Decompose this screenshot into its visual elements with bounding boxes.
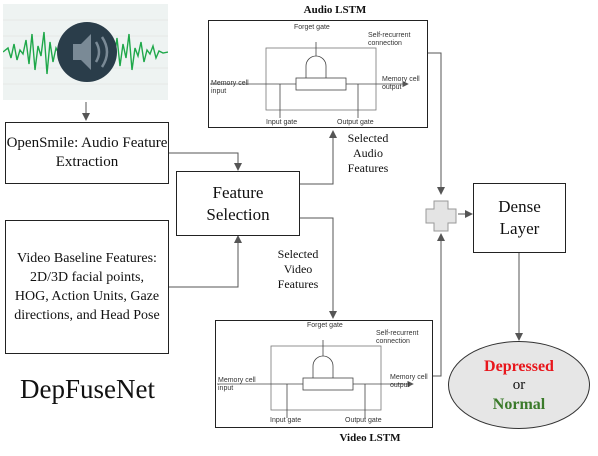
opensmile-label: OpenSmile: Audio Feature Extraction — [6, 135, 168, 170]
edge-audio-lstm-to-plus — [427, 52, 445, 195]
video-self-recurrent-label: Self-recurrent connection — [376, 330, 419, 345]
video-memory-input-label: Memory cell input — [218, 377, 256, 392]
video-input-gate-label: Input gate — [270, 417, 302, 424]
video-features-label: Video Baseline Features: 2D/3D facial po… — [14, 251, 160, 323]
selected-audio-label: Selected Audio Features — [347, 131, 389, 175]
opensmile-node: OpenSmile: Audio Feature Extraction — [5, 122, 169, 184]
feature-selection-node: Feature Selection — [176, 171, 300, 236]
audio-lstm-title: Audio LSTM — [303, 4, 367, 16]
dense-layer-label: Dense Layer — [498, 197, 541, 238]
edge-selection-to-video-lstm — [300, 217, 337, 319]
audio-output-gate-label: Output gate — [337, 119, 374, 126]
audio-self-recurrent-label: Self-recurrent connection — [368, 32, 411, 47]
audio-waveform-speaker-icon — [3, 4, 168, 100]
output-depressed: Depressed — [484, 357, 554, 375]
video-lstm-title: Video LSTM — [339, 432, 401, 444]
edge-video-lstm-to-plus — [432, 233, 445, 377]
output-normal: Normal — [492, 395, 546, 413]
selected-video-label: Selected Video Features — [277, 247, 319, 291]
video-output-gate-label: Output gate — [345, 417, 382, 424]
audio-memory-input-label: Memory cell input — [211, 80, 249, 95]
edge-video-to-selection — [168, 235, 242, 288]
plus-combine-icon — [425, 200, 457, 232]
output-node: Depressed or Normal — [448, 341, 590, 429]
diagram-title: DepFuseNet — [20, 374, 155, 404]
audio-forget-gate-label: Forget gate — [294, 24, 330, 31]
video-forget-gate-label: Forget gate — [307, 322, 343, 329]
video-memory-output-label: Memory cell output — [390, 374, 428, 389]
edge-selection-to-audio-lstm — [300, 130, 337, 185]
audio-input-gate-label: Input gate — [266, 119, 298, 126]
edge-opensmile-to-selection — [168, 152, 242, 171]
output-or: or — [512, 376, 526, 393]
video-features-node: Video Baseline Features: 2D/3D facial po… — [5, 220, 169, 354]
audio-memory-output-label: Memory cell output — [382, 76, 420, 91]
video-lstm-cell-diagram — [217, 340, 414, 418]
audio-lstm-cell-diagram — [210, 42, 409, 118]
feature-selection-label: Feature Selection — [206, 182, 270, 224]
dense-layer-node: Dense Layer — [473, 183, 566, 253]
